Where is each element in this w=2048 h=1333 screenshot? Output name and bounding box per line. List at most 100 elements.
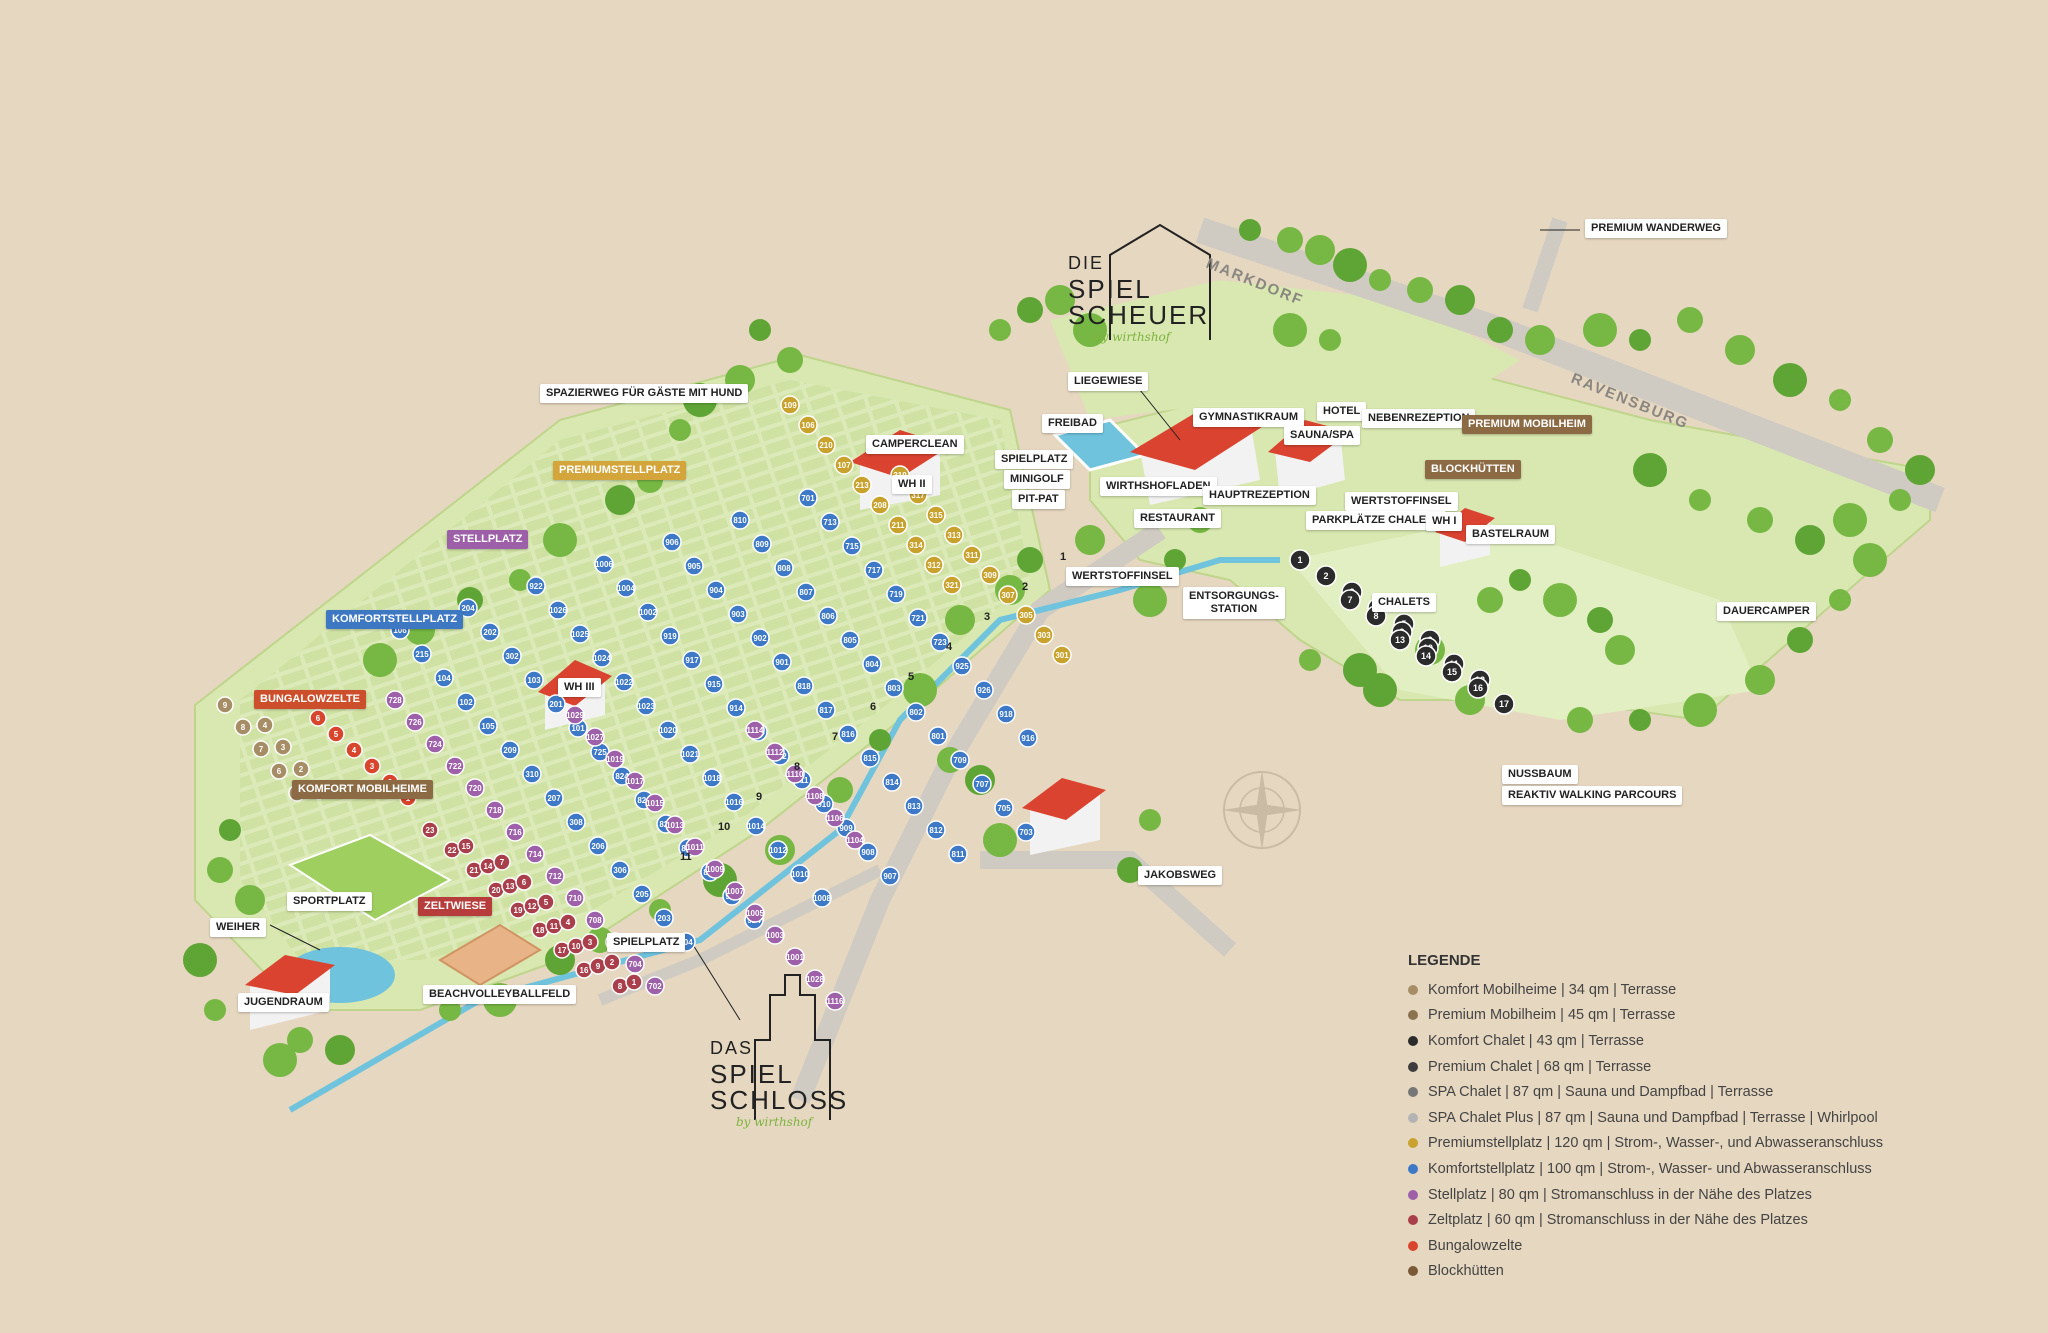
komfort-plot-marker[interactable]: 906 <box>662 532 682 552</box>
premium-plot-marker[interactable]: 315 <box>926 505 946 525</box>
komfort-plot-marker[interactable]: 803 <box>884 678 904 698</box>
komfort-plot-marker[interactable]: 1018 <box>702 768 722 788</box>
zelt-plot-marker[interactable]: 23 <box>421 821 439 839</box>
komfort-plot-marker[interactable]: 1026 <box>548 600 568 620</box>
premium-plot-marker[interactable]: 312 <box>924 555 944 575</box>
komfort-plot-marker[interactable]: 806 <box>818 606 838 626</box>
komfort-plot-marker[interactable]: 1014 <box>746 816 766 836</box>
premium-plot-marker[interactable]: 309 <box>980 565 1000 585</box>
komfort-plot-marker[interactable]: 719 <box>886 584 906 604</box>
premium-plot-marker[interactable]: 107 <box>834 455 854 475</box>
stell-plot-marker[interactable]: 1011 <box>685 837 705 857</box>
komfort-plot-marker[interactable]: 915 <box>704 674 724 694</box>
stell-plot-marker[interactable]: 728 <box>385 690 405 710</box>
komfort-plot-marker[interactable]: 818 <box>794 676 814 696</box>
stell-plot-marker[interactable]: 1106 <box>825 808 845 828</box>
komfort-plot-marker[interactable]: 1024 <box>592 648 612 668</box>
premium-plot-marker[interactable]: 210 <box>816 435 836 455</box>
stell-plot-marker[interactable]: 712 <box>545 866 565 886</box>
komfort-plot-marker[interactable]: 721 <box>908 608 928 628</box>
komfort-plot-marker[interactable]: 203 <box>654 908 674 928</box>
komfort-plot-marker[interactable]: 807 <box>796 582 816 602</box>
komfort-plot-marker[interactable]: 705 <box>994 798 1014 818</box>
komfort-plot-marker[interactable]: 1012 <box>768 840 788 860</box>
stell-plot-marker[interactable]: 722 <box>445 756 465 776</box>
komfort-mobilheim-marker[interactable]: 4 <box>256 716 274 734</box>
stell-plot-marker[interactable]: 1029 <box>565 705 585 725</box>
zelt-plot-marker[interactable]: 20 <box>487 881 505 899</box>
premium-plot-marker[interactable]: 313 <box>944 525 964 545</box>
premium-plot-marker[interactable]: 321 <box>942 575 962 595</box>
komfort-plot-marker[interactable]: 1016 <box>724 792 744 812</box>
komfort-plot-marker[interactable]: 905 <box>684 556 704 576</box>
stell-plot-marker[interactable]: 724 <box>425 734 445 754</box>
premium-plot-marker[interactable]: 208 <box>870 495 890 515</box>
stell-plot-marker[interactable]: 726 <box>405 712 425 732</box>
komfort-plot-marker[interactable]: 104 <box>434 668 454 688</box>
stell-plot-marker[interactable]: 1116 <box>825 991 845 1011</box>
komfort-plot-marker[interactable]: 1010 <box>790 864 810 884</box>
komfort-plot-marker[interactable]: 1004 <box>616 578 636 598</box>
komfort-plot-marker[interactable]: 812 <box>926 820 946 840</box>
stell-plot-marker[interactable]: 708 <box>585 910 605 930</box>
komfort-plot-marker[interactable]: 805 <box>840 630 860 650</box>
komfort-plot-marker[interactable]: 802 <box>906 702 926 722</box>
komfort-plot-marker[interactable]: 914 <box>726 698 746 718</box>
komfort-plot-marker[interactable]: 204 <box>458 598 478 618</box>
komfort-plot-marker[interactable]: 808 <box>774 558 794 578</box>
zelt-plot-marker[interactable]: 2 <box>603 953 621 971</box>
komfort-plot-marker[interactable]: 817 <box>816 700 836 720</box>
stell-plot-marker[interactable]: 1001 <box>785 947 805 967</box>
komfort-plot-marker[interactable]: 919 <box>660 626 680 646</box>
komfort-plot-marker[interactable]: 215 <box>412 644 432 664</box>
komfort-mobilheim-marker[interactable]: 6 <box>270 762 288 780</box>
komfort-plot-marker[interactable]: 1025 <box>570 624 590 644</box>
chalet-marker[interactable]: 17 <box>1493 693 1515 715</box>
komfort-plot-marker[interactable]: 302 <box>502 646 522 666</box>
premium-plot-marker[interactable]: 303 <box>1034 625 1054 645</box>
stell-plot-marker[interactable]: 1019 <box>605 749 625 769</box>
komfort-plot-marker[interactable]: 815 <box>860 748 880 768</box>
stell-plot-marker[interactable]: 702 <box>645 976 665 996</box>
komfort-plot-marker[interactable]: 103 <box>524 670 544 690</box>
komfort-plot-marker[interactable]: 908 <box>858 842 878 862</box>
komfort-plot-marker[interactable]: 1022 <box>614 672 634 692</box>
bungalow-marker[interactable]: 5 <box>327 725 345 743</box>
premium-plot-marker[interactable]: 213 <box>852 475 872 495</box>
komfort-plot-marker[interactable]: 715 <box>842 536 862 556</box>
zelt-plot-marker[interactable]: 8 <box>611 977 629 995</box>
komfort-plot-marker[interactable]: 901 <box>772 652 792 672</box>
komfort-plot-marker[interactable]: 801 <box>928 726 948 746</box>
stell-plot-marker[interactable]: 1009 <box>705 859 725 879</box>
komfort-plot-marker[interactable]: 205 <box>632 884 652 904</box>
stell-plot-marker[interactable]: 1017 <box>625 771 645 791</box>
komfort-plot-marker[interactable]: 1006 <box>594 554 614 574</box>
stell-plot-marker[interactable]: 1114 <box>745 720 765 740</box>
komfort-plot-marker[interactable]: 1002 <box>638 602 658 622</box>
zelt-plot-marker[interactable]: 11 <box>545 917 563 935</box>
stell-plot-marker[interactable]: 1104 <box>845 830 865 850</box>
stell-plot-marker[interactable]: 714 <box>525 844 545 864</box>
zelt-plot-marker[interactable]: 7 <box>493 853 511 871</box>
komfort-mobilheim-marker[interactable]: 9 <box>216 696 234 714</box>
komfort-plot-marker[interactable]: 306 <box>610 860 630 880</box>
komfort-plot-marker[interactable]: 816 <box>838 724 858 744</box>
komfort-plot-marker[interactable]: 308 <box>566 812 586 832</box>
komfort-plot-marker[interactable]: 701 <box>798 488 818 508</box>
komfort-plot-marker[interactable]: 917 <box>682 650 702 670</box>
chalet-marker[interactable]: 15 <box>1441 661 1463 683</box>
stell-plot-marker[interactable]: 720 <box>465 778 485 798</box>
zelt-plot-marker[interactable]: 3 <box>581 933 599 951</box>
komfort-plot-marker[interactable]: 926 <box>974 680 994 700</box>
komfort-plot-marker[interactable]: 207 <box>544 788 564 808</box>
chalet-marker[interactable]: 14 <box>1415 645 1437 667</box>
premium-plot-marker[interactable]: 109 <box>780 395 800 415</box>
premium-plot-marker[interactable]: 307 <box>998 585 1018 605</box>
stell-plot-marker[interactable]: 1005 <box>745 903 765 923</box>
chalet-marker[interactable]: 1 <box>1289 549 1311 571</box>
komfort-plot-marker[interactable]: 206 <box>588 836 608 856</box>
zelt-plot-marker[interactable]: 10 <box>567 937 585 955</box>
komfort-plot-marker[interactable]: 209 <box>500 740 520 760</box>
premium-plot-marker[interactable]: 305 <box>1016 605 1036 625</box>
komfort-plot-marker[interactable]: 201 <box>546 694 566 714</box>
